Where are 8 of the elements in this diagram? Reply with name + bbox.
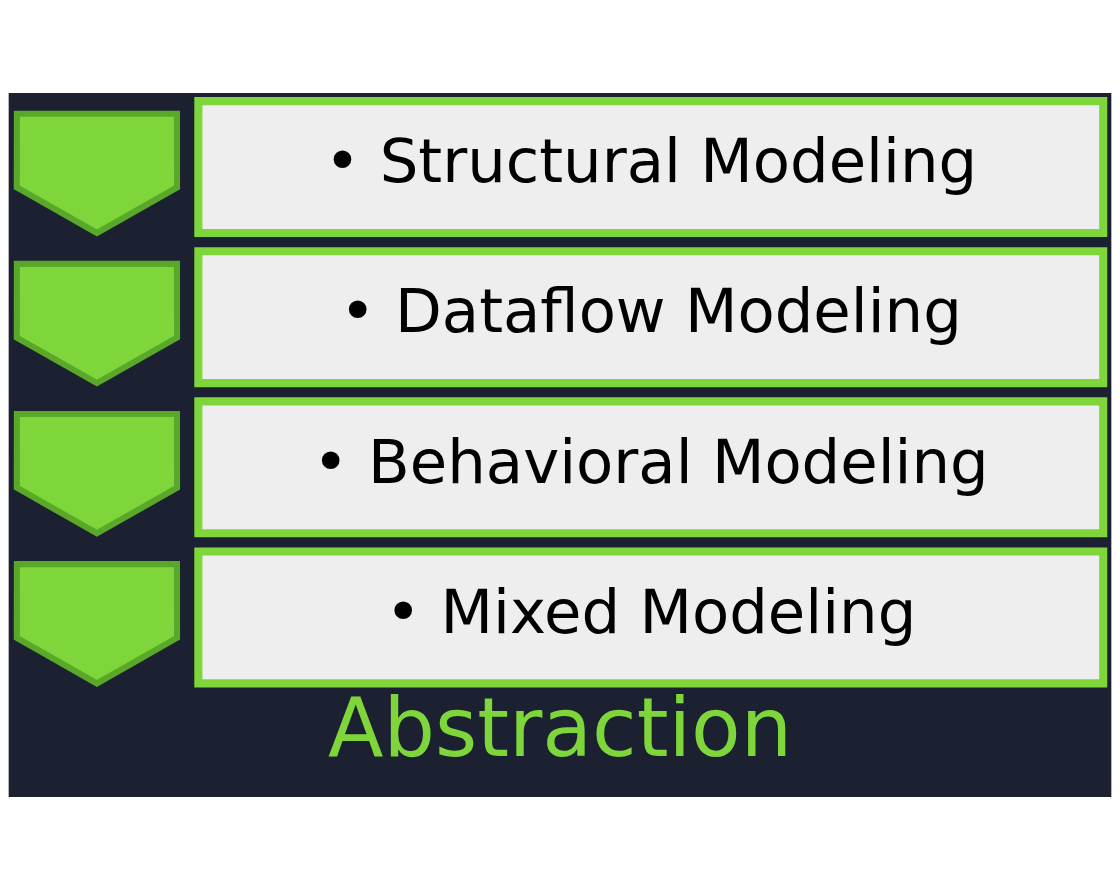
node-box: • Structural Modeling xyxy=(194,97,1108,238)
node-chevron xyxy=(13,561,181,687)
node-box: • Dataflow Modeling xyxy=(194,247,1108,388)
node-chevron xyxy=(13,410,181,537)
node-chevron xyxy=(13,110,181,237)
node-chevron xyxy=(13,260,181,387)
node-box: • Behavioral Modeling xyxy=(194,397,1108,538)
node-box: • Mixed Modeling xyxy=(194,547,1108,688)
